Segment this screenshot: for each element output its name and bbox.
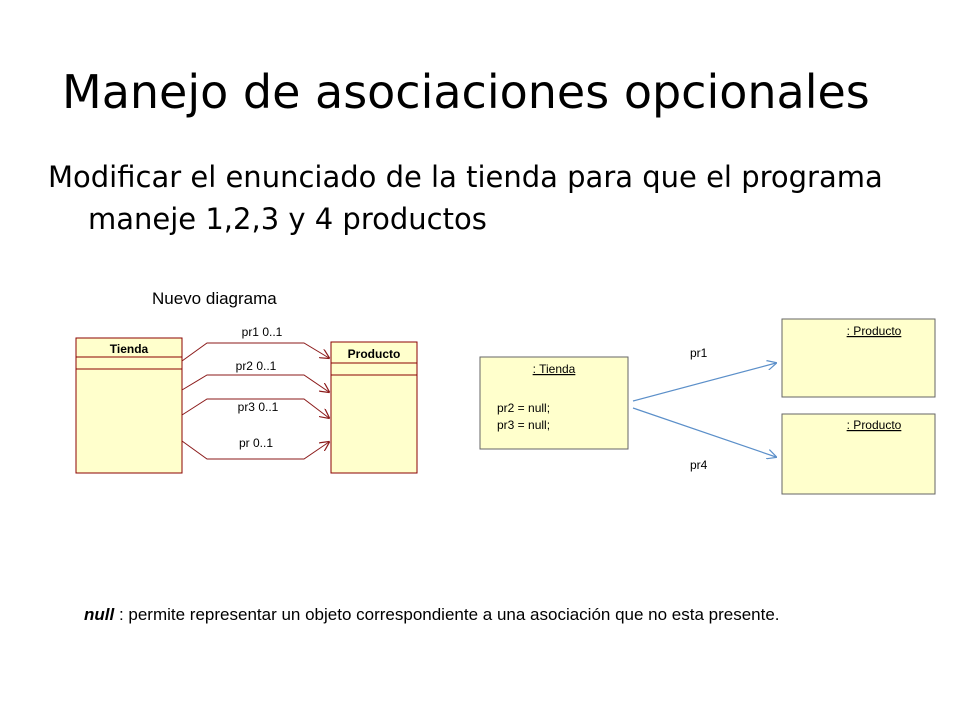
association-pr1: pr1 0..1 [181,325,329,362]
diagram-caption: Nuevo diagrama [152,289,277,308]
class-tienda: Tienda [75,337,183,474]
object-producto-top: : Producto [781,318,936,398]
object-producto-top-name: : Producto [847,324,902,338]
class-tienda-name: Tienda [110,342,149,356]
association-label: pr2 0..1 [236,359,277,373]
object-tienda: : Tienda pr2 = null; pr3 = null; [479,356,629,450]
association-pr3: pr3 0..1 [181,398,329,418]
association-label: pr3 0..1 [238,400,279,414]
association-pr2: pr2 0..1 [181,359,329,392]
class-producto: Producto [330,341,418,474]
object-producto-bottom: : Producto [781,413,936,495]
link-label: pr1 [690,346,708,360]
null-note: null : permite representar un objeto cor… [84,603,874,627]
object-tienda-attr: pr3 = null; [497,418,550,432]
slide-title: Manejo de asociaciones opcionales [62,65,870,119]
association-label: pr1 0..1 [242,325,283,339]
link-pr4: pr4 [632,407,776,472]
object-producto-bottom-name: : Producto [847,418,902,432]
link-pr1: pr1 [632,346,776,402]
object-tienda-attr: pr2 = null; [497,401,550,415]
association-pr4: pr 0..1 [181,436,329,460]
class-producto-name: Producto [348,347,401,361]
null-keyword: null [84,605,115,624]
object-tienda-name: : Tienda [533,362,576,376]
slide-subtitle: Modificar el enunciado de la tienda para… [48,160,883,236]
null-description: : permite representar un objeto correspo… [114,605,780,624]
association-label: pr 0..1 [239,436,273,450]
link-label: pr4 [690,458,708,472]
